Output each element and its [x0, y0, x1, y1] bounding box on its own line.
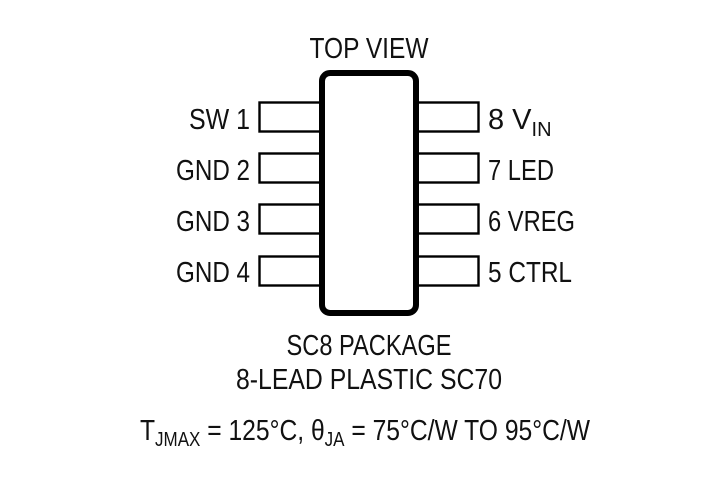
view-title: TOP VIEW — [310, 33, 430, 65]
package-body — [319, 70, 419, 316]
theta-value: = 75°C/W TO 95°C/W — [345, 415, 591, 447]
tjmax-value: = 125°C, — [200, 415, 311, 447]
pin-4-lead — [258, 255, 323, 287]
pin-2-lead — [258, 152, 323, 184]
pin-2-label: GND 2 — [176, 155, 250, 187]
theta-subscript: JA — [325, 429, 345, 451]
pin-5-label: 5 CTRL — [488, 257, 572, 289]
tjmax-subscript: JMAX — [155, 429, 200, 451]
pin-5-lead — [416, 255, 480, 287]
pin-8-lead — [416, 101, 480, 133]
pin-7-lead — [416, 152, 480, 184]
left-pins — [258, 101, 323, 287]
pin-8-label-main: 8 V — [488, 104, 532, 136]
right-pins — [416, 101, 480, 287]
pin-1-lead — [258, 101, 323, 133]
pin-3-lead — [258, 203, 323, 235]
package-name: SC8 PACKAGE — [287, 330, 452, 362]
thermal-spec: TJMAX = 125°C, θJA = 75°C/W TO 95°C/W — [140, 415, 591, 451]
pin-1-label: SW 1 — [189, 104, 250, 136]
pin-3-label: GND 3 — [176, 206, 250, 238]
package-description: 8-LEAD PLASTIC SC70 — [236, 364, 502, 396]
pin-8-label: 8 VIN — [488, 104, 552, 141]
pin-8-label-sub: IN — [532, 119, 552, 141]
theta-symbol: θ — [311, 415, 325, 447]
pin-4-label: GND 4 — [176, 257, 250, 289]
pin-6-lead — [416, 203, 480, 235]
pin-6-label: 6 VREG — [488, 206, 575, 238]
pin-7-label: 7 LED — [488, 155, 554, 187]
tjmax-symbol: T — [140, 415, 155, 447]
